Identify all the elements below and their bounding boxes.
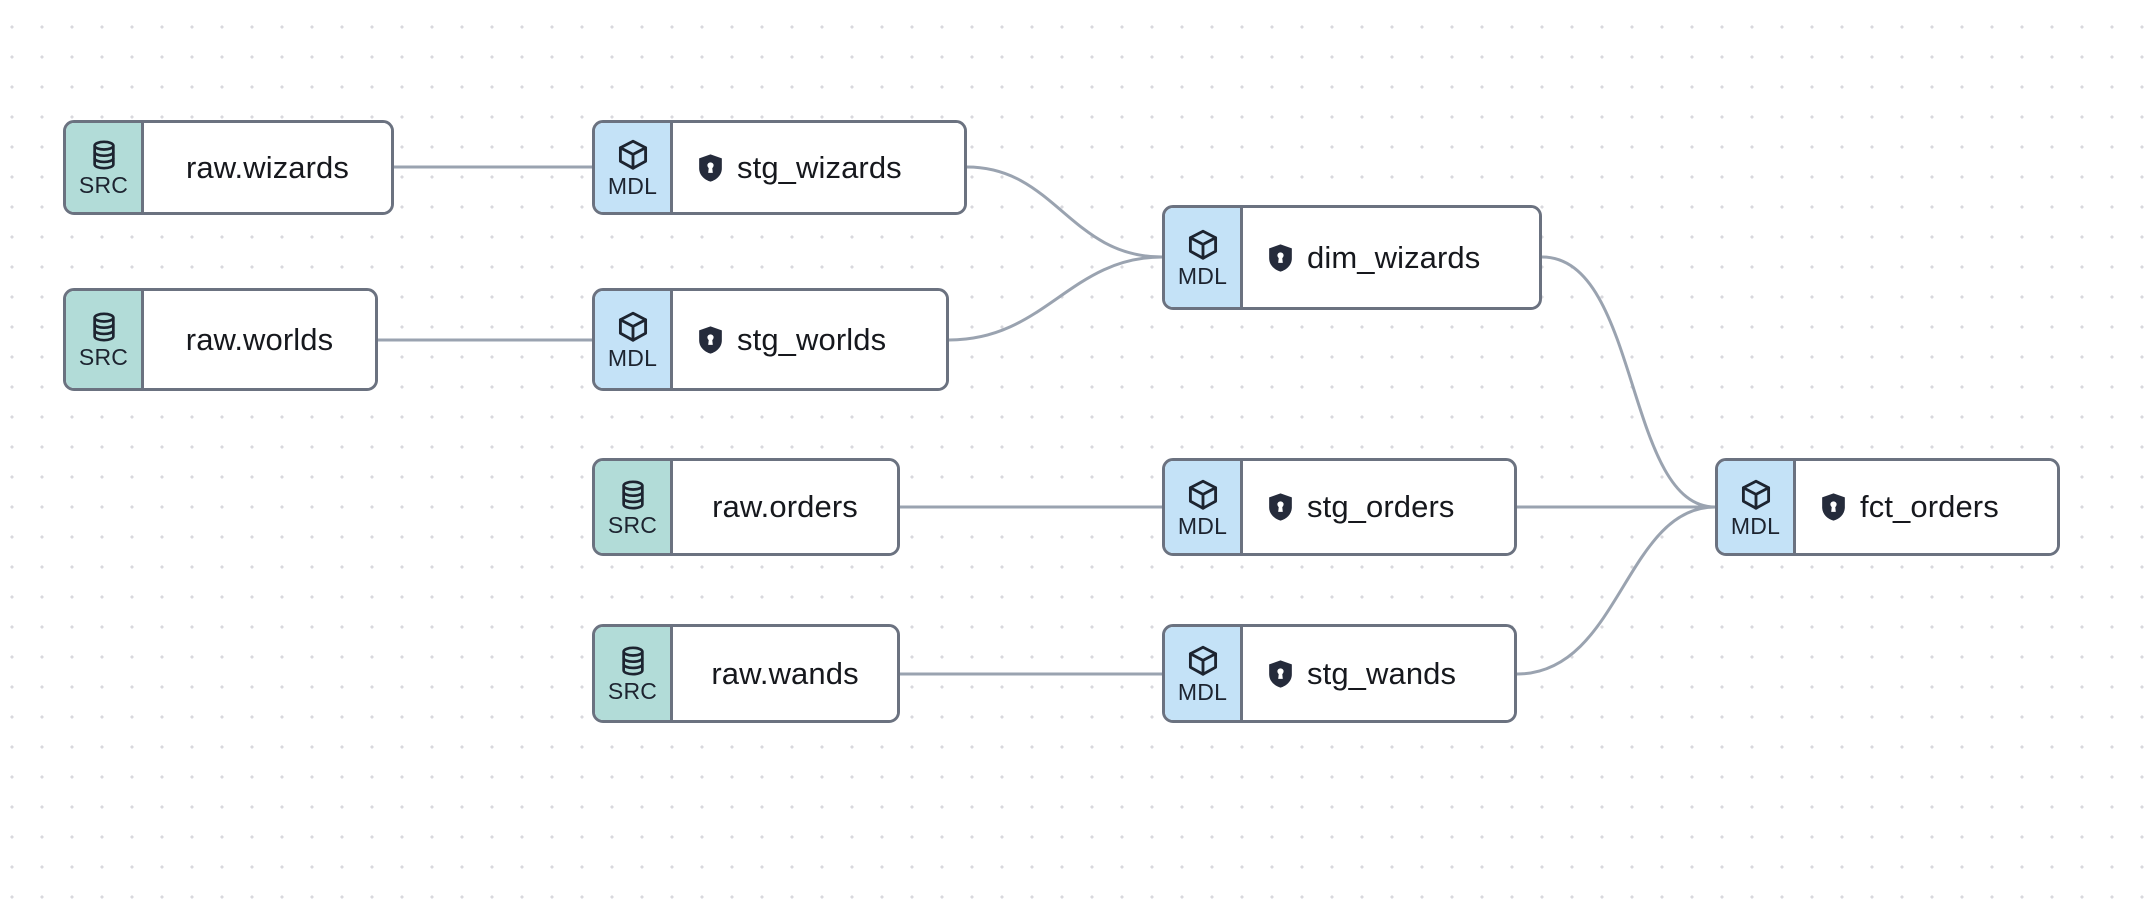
edge-dim-wizards-to-fct-orders xyxy=(1540,255,1717,509)
edge-stg-worlds-to-dim-wizards xyxy=(947,255,1164,342)
node-badge-label: MDL xyxy=(607,173,658,199)
edge-stg-wizards-to-dim-wizards xyxy=(965,165,1164,259)
node-badge-mdl: MDL xyxy=(1165,461,1243,553)
cube-icon xyxy=(1185,477,1221,513)
node-badge-mdl: MDL xyxy=(1718,461,1796,553)
node-label: fct_orders xyxy=(1860,489,1999,524)
database-icon xyxy=(616,478,650,512)
node-body: dim_wizards xyxy=(1243,208,1539,307)
database-icon xyxy=(616,644,650,678)
node-label: stg_wizards xyxy=(737,149,902,185)
node-label: raw.worlds xyxy=(185,321,334,357)
shield-lock-icon xyxy=(1267,492,1294,522)
node-badge-src: SRC xyxy=(595,627,673,720)
node-raw-worlds[interactable]: SRC raw.worlds xyxy=(63,288,378,391)
shield-lock-icon xyxy=(697,325,724,355)
node-body: raw.wizards xyxy=(144,123,391,212)
cube-icon xyxy=(1185,227,1221,263)
node-badge-label: SRC xyxy=(607,511,658,538)
cube-icon xyxy=(615,309,651,345)
shield-lock-icon xyxy=(1820,492,1847,522)
cube-icon xyxy=(1185,643,1221,679)
node-badge-label: MDL xyxy=(1177,263,1228,289)
node-raw-wizards[interactable]: SRC raw.wizards xyxy=(63,120,394,215)
node-body: stg_orders xyxy=(1243,461,1514,553)
node-raw-wands[interactable]: SRC raw.wands xyxy=(592,624,900,723)
cube-icon xyxy=(1738,477,1774,513)
node-body: raw.orders xyxy=(673,461,897,553)
node-label: stg_orders xyxy=(1307,489,1455,524)
node-badge-label: SRC xyxy=(607,678,658,704)
node-badge-mdl: MDL xyxy=(595,123,673,212)
node-label: raw.wands xyxy=(711,655,859,691)
node-badge-src: SRC xyxy=(66,123,144,212)
node-badge-label: MDL xyxy=(1177,512,1228,539)
node-badge-label: MDL xyxy=(607,345,658,371)
node-stg-wizards[interactable]: MDL stg_wizards xyxy=(592,120,967,215)
node-dim-wizards[interactable]: MDL dim_wizards xyxy=(1162,205,1542,310)
node-badge-mdl: MDL xyxy=(1165,208,1243,307)
node-badge-label: MDL xyxy=(1177,679,1228,705)
shield-lock-icon xyxy=(1267,659,1294,689)
node-body: fct_orders xyxy=(1796,461,2057,553)
node-body: stg_wizards xyxy=(673,123,964,212)
node-raw-orders[interactable]: SRC raw.orders xyxy=(592,458,900,556)
shield-lock-icon xyxy=(1267,243,1294,273)
database-icon xyxy=(87,138,121,172)
node-badge-mdl: MDL xyxy=(1165,627,1243,720)
edge-stg-wands-to-fct-orders xyxy=(1515,505,1717,676)
node-label: dim_wizards xyxy=(1307,239,1481,275)
node-badge-label: MDL xyxy=(1730,512,1781,539)
node-badge-label: SRC xyxy=(78,172,129,198)
node-body: stg_worlds xyxy=(673,291,946,388)
node-badge-label: SRC xyxy=(78,344,129,370)
node-label: raw.wizards xyxy=(185,149,350,185)
shield-lock-icon xyxy=(697,153,724,183)
node-label: raw.orders xyxy=(712,489,858,524)
node-fct-orders[interactable]: MDL fct_orders xyxy=(1715,458,2060,556)
database-icon xyxy=(87,310,121,344)
node-body: raw.wands xyxy=(673,627,897,720)
node-badge-src: SRC xyxy=(595,461,673,553)
node-label: stg_wands xyxy=(1307,655,1457,691)
cube-icon xyxy=(615,137,651,173)
node-badge-src: SRC xyxy=(66,291,144,388)
node-body: raw.worlds xyxy=(144,291,375,388)
node-badge-mdl: MDL xyxy=(595,291,673,388)
node-label: stg_worlds xyxy=(737,321,887,357)
node-stg-orders[interactable]: MDL stg_orders xyxy=(1162,458,1517,556)
node-stg-worlds[interactable]: MDL stg_worlds xyxy=(592,288,949,391)
node-body: stg_wands xyxy=(1243,627,1514,720)
node-stg-wands[interactable]: MDL stg_wands xyxy=(1162,624,1517,723)
